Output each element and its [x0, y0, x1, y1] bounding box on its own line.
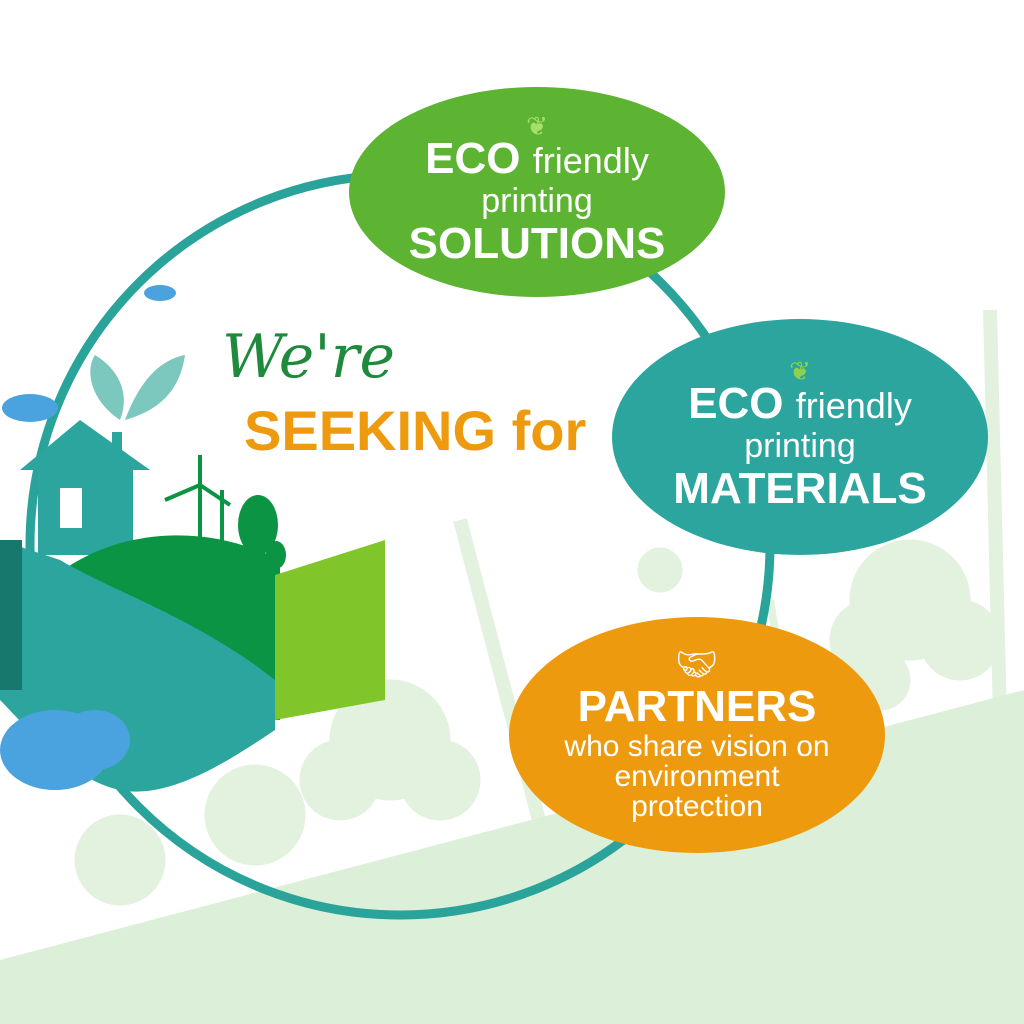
bubble-title: PARTNERS — [577, 682, 817, 731]
lime-sleeve — [275, 540, 385, 720]
partners-line1: who share vision on — [564, 730, 830, 763]
cloud-icon — [0, 285, 176, 790]
eco-label: ECO — [425, 134, 521, 183]
partners-line3: protection — [631, 790, 763, 823]
heading-seeking: SEEKING for — [244, 399, 587, 462]
friendly-label: friendly — [532, 140, 649, 181]
bubble-partners: 🤝︎ PARTNERS who share vision on environm… — [509, 617, 885, 853]
printing-label: printing — [744, 427, 856, 465]
eco-label: ECO — [688, 379, 784, 428]
leaf-icon: ❦ — [789, 356, 811, 386]
partners-line2: environment — [614, 760, 780, 793]
wind-turbine-icon — [164, 455, 232, 555]
friendly-label: friendly — [795, 385, 912, 426]
handshake-icon: 🤝︎ — [675, 646, 719, 684]
bubble-title: SOLUTIONS — [408, 219, 666, 268]
background-trees-icon — [74, 309, 1007, 906]
heading-were: We're — [222, 322, 395, 392]
bubble-solutions: ❦ ECO friendly printing SOLUTIONS — [349, 87, 725, 297]
leaf-icon — [90, 355, 185, 420]
leaf-icon: ❦ — [526, 111, 548, 141]
bubble-title: MATERIALS — [673, 464, 927, 513]
printing-label: printing — [481, 182, 593, 220]
house-icon — [20, 420, 150, 555]
tree-icon — [238, 495, 286, 580]
bubble-materials: ❦ ECO friendly printing MATERIALS — [612, 319, 988, 555]
